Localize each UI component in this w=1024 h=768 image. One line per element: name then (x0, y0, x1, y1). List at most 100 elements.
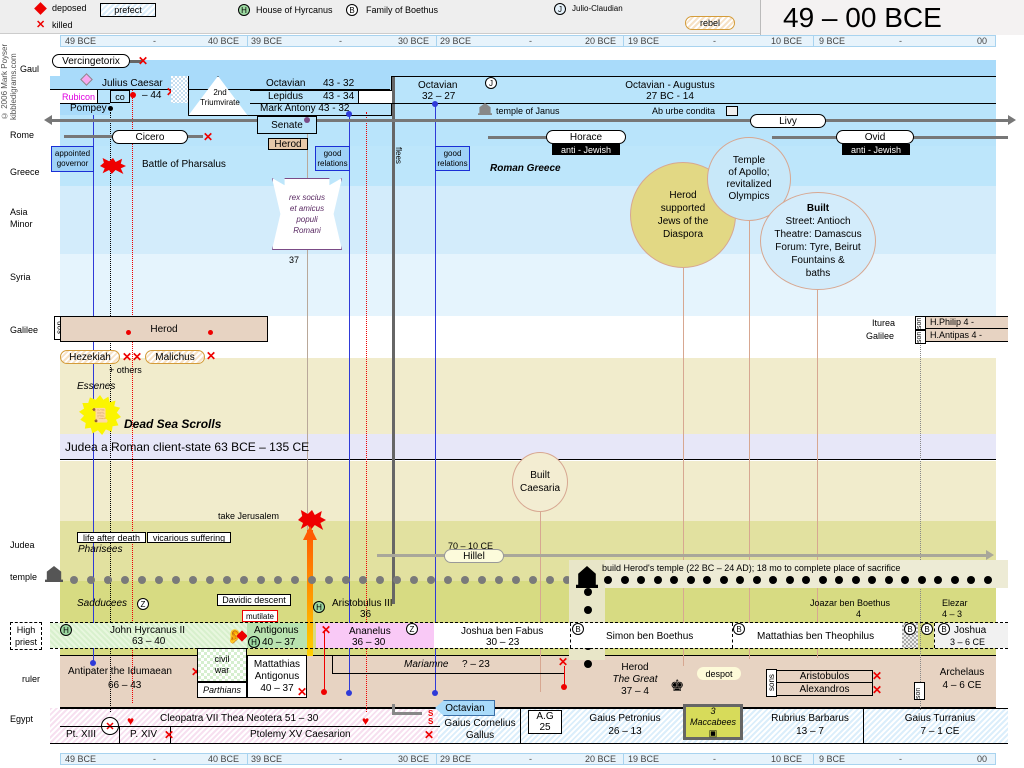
despot-tag: despot (697, 667, 741, 680)
ruler-tick: 00 (977, 36, 988, 46)
temple-dot (155, 576, 163, 584)
lepidus-years: 43 - 34 (323, 91, 355, 102)
temple-dot (934, 576, 942, 584)
execution-dot (126, 330, 131, 335)
siege-burst-icon (298, 510, 326, 530)
h-antipas-box: H.Antipas 4 - (926, 329, 1008, 342)
ruler-tick: - (339, 754, 342, 764)
built-stem (817, 290, 818, 658)
hillel-bar (377, 554, 987, 557)
temple-dot (291, 576, 299, 584)
temple-dot (653, 576, 662, 584)
joshua-name: Joshua (954, 625, 987, 636)
mariamne-execution-line (564, 666, 565, 686)
petronius-label: Gaius Petronius 26 – 13 (589, 713, 661, 737)
temple-icon (45, 566, 63, 582)
hyrcanus-hp-name: John Hyrcanus II (110, 625, 186, 636)
rome-timeline-arrow (50, 119, 1008, 122)
build-temple-label: build Herod's temple (22 BC – 24 AD); 18… (602, 563, 901, 573)
ruler-tick: 20 BCE (585, 36, 617, 46)
ptolemy-xiv-label: P. XIV (130, 729, 158, 740)
octavian-row (392, 76, 996, 104)
civil-war-box: civil war (197, 648, 247, 682)
zadok-icon: Z (137, 598, 149, 610)
hyrcanus-coin-icon: H (248, 636, 260, 648)
good-relations-box: good relations (435, 146, 470, 171)
temple-dot (376, 576, 384, 584)
caesar-death-line (132, 88, 133, 703)
temple-dot (670, 576, 678, 584)
joshua-fabus-years: 30 – 23 (486, 637, 520, 648)
mark-antony-label: Mark Antony 43 - 32 (260, 103, 350, 114)
temple-dot (240, 576, 248, 584)
temple-dot (121, 576, 129, 584)
antony-line (349, 112, 350, 692)
octavian-name: Octavian (418, 80, 458, 91)
divider (119, 726, 120, 744)
temple-dot (563, 576, 571, 584)
legend-julio-claudian: Julio-Claudian (572, 4, 623, 13)
appointed-governor-box: appointed governor (51, 146, 94, 172)
temple-dot (752, 576, 761, 584)
battle-of-pharsalus-label: Battle of Pharsalus (142, 159, 226, 170)
temple-dot (868, 576, 876, 584)
row-label-temple: temple (10, 572, 38, 582)
elezar-years: 4 – 3 (942, 609, 963, 619)
killed-icon: ✕ (191, 666, 201, 678)
temple-dot (189, 576, 197, 584)
parthians-box: Parthians (197, 682, 247, 698)
rubicon-label: Rubicon (60, 90, 98, 103)
caesarion-label: Ptolemy XV Caesarion (250, 729, 351, 740)
maccabees-box[interactable]: 3 Maccabees ▣ (683, 704, 743, 740)
divider (60, 726, 440, 727)
antipater-dot (90, 660, 96, 666)
temple-dot (884, 576, 893, 584)
gallus-label: Gaius Cornelius Gallus (444, 718, 516, 741)
malichus-pill: Malichus (145, 350, 205, 364)
mutilate-tag: mutilate (242, 610, 278, 622)
galilee-label-2: Galilee (866, 331, 895, 341)
mattathias-hp-cell (732, 623, 902, 648)
senate-dot (304, 117, 310, 123)
book-icon: ▣ (708, 727, 718, 738)
temple-dot (637, 576, 645, 584)
joshua-fabus-name: Joshua ben Fabus (461, 626, 544, 637)
pompey-row (60, 103, 110, 115)
mariamne-bar (332, 656, 564, 674)
vercingetorix-bar (130, 60, 142, 63)
temple-dot (410, 576, 418, 584)
essenes-label: Essenes (77, 381, 116, 392)
temple-dot (917, 576, 926, 584)
divider (520, 708, 521, 744)
ruler-tick: 10 BCE (771, 36, 803, 46)
legend-killed: killed (52, 20, 73, 30)
temple-dot (70, 576, 78, 584)
lepidus-end-box (358, 91, 392, 103)
cicero-bar (64, 135, 112, 138)
execution-dot (208, 330, 213, 335)
arrow-left-icon (44, 115, 52, 125)
built-bubble: Built Street: Antioch Theatre: Damascus … (760, 192, 876, 290)
rubrius-label: Rubrius Barbarus 13 – 7 (771, 713, 849, 737)
ananelus-name: Ananelus (349, 626, 391, 637)
ruler-tick: 9 BCE (819, 36, 846, 46)
son-tag: son (915, 330, 926, 344)
temple-dot (172, 576, 180, 584)
boethus-coin-icon: B (938, 623, 950, 635)
temple-dot (769, 576, 777, 584)
row-label-syria: Syria (10, 272, 31, 282)
ruler-tick: 30 BCE (398, 754, 430, 764)
son-tag: son (914, 682, 925, 700)
rex-socius-scroll: rex socius et amicus populi Romani (272, 178, 342, 250)
battle-burst-icon (100, 158, 126, 174)
ruler-tick: 39 BCE (251, 754, 283, 764)
row-label-gaul: Gaul (20, 64, 40, 74)
ruler-tick: 29 BCE (440, 754, 472, 764)
sons-tag: sons (766, 669, 777, 697)
killed-icon: ✕ (138, 54, 149, 68)
essenes-band (60, 358, 996, 434)
apollo-bubble: Temple of Apollo; revitalized Olympics (707, 137, 791, 221)
others-label: + others (109, 365, 142, 375)
hyrcanus-coin-icon: H (238, 4, 250, 16)
ruler-tick: 40 BCE (208, 754, 240, 764)
